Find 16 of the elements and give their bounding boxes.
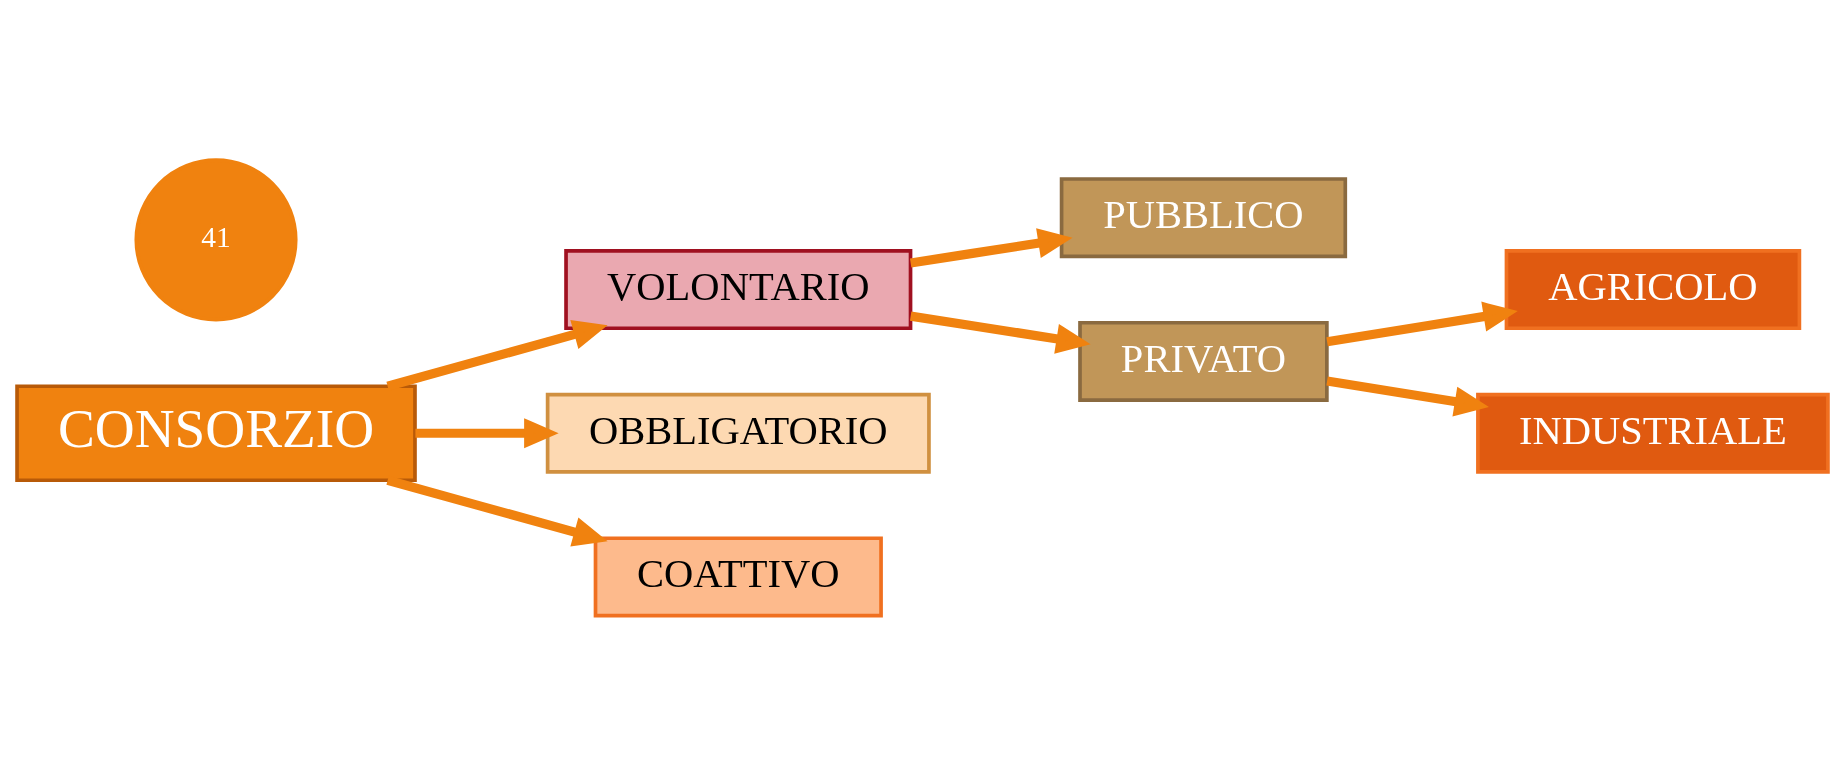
arrow [386,475,608,547]
node-box: OBBLIGATORIO [545,392,931,474]
node-box: CONSORZIO [15,384,417,483]
node-box: PRIVATO [1078,320,1329,402]
node-box: VOLONTARIO [564,249,913,331]
arrow [909,311,1091,354]
node-box: INDUSTRIALE [1476,392,1830,474]
arrow [909,228,1073,268]
arrow [415,418,559,449]
arrow [1326,301,1518,347]
node-circle: 41 [134,158,298,322]
node-box: COATTIVO [593,536,883,618]
arrow [386,319,608,391]
node-box: PUBBLICO [1059,177,1348,259]
arrow [1326,376,1489,417]
node-box: AGRICOLO [1504,249,1802,331]
